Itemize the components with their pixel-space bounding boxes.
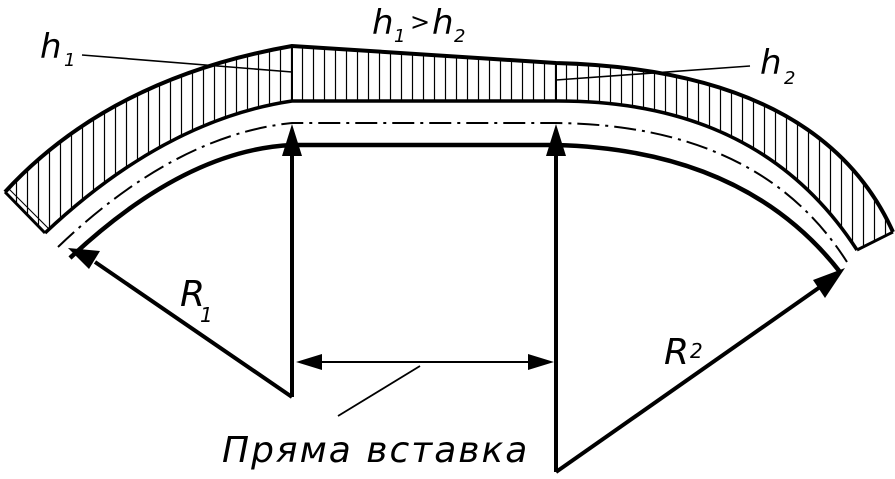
h1-label: h xyxy=(40,27,62,67)
relation-h2: h xyxy=(432,3,454,43)
r1-radius-line xyxy=(93,260,294,399)
relation-sub1: 1 xyxy=(394,26,405,47)
r2-label: R xyxy=(664,332,689,373)
straight-insert-dimension xyxy=(296,354,554,417)
r2-radius-line xyxy=(554,285,822,474)
h1-subscript: 1 xyxy=(64,50,75,71)
h2-label: h xyxy=(760,43,782,83)
centerline-axis xyxy=(57,122,848,263)
relation-h1: h xyxy=(372,3,394,43)
road-edge xyxy=(68,142,842,274)
straight-insert-label: Пряма вставка xyxy=(222,430,529,471)
dimension-arrow-right xyxy=(528,354,554,370)
r1-subscript: 1 xyxy=(200,303,213,327)
layer-left-end xyxy=(3,190,47,235)
r2-subscript: 2 xyxy=(690,339,703,363)
r2-arrowhead xyxy=(813,268,845,298)
radius-r2 xyxy=(546,124,845,474)
radius-r1 xyxy=(68,124,302,399)
relation-gt: > xyxy=(410,8,430,36)
r1-up-arrowhead xyxy=(282,124,302,156)
relation-sub2: 2 xyxy=(454,26,465,47)
h1-leader-line xyxy=(81,54,293,73)
insert-leader-line xyxy=(337,365,421,417)
r2-up-arrowhead xyxy=(546,124,566,156)
h2-leader-line xyxy=(555,65,751,81)
r1-label: R xyxy=(180,274,205,315)
dimension-arrow-left xyxy=(296,354,322,370)
layer-right-end xyxy=(856,230,894,252)
h2-subscript: 2 xyxy=(784,68,795,89)
r1-arrowhead xyxy=(68,248,100,269)
